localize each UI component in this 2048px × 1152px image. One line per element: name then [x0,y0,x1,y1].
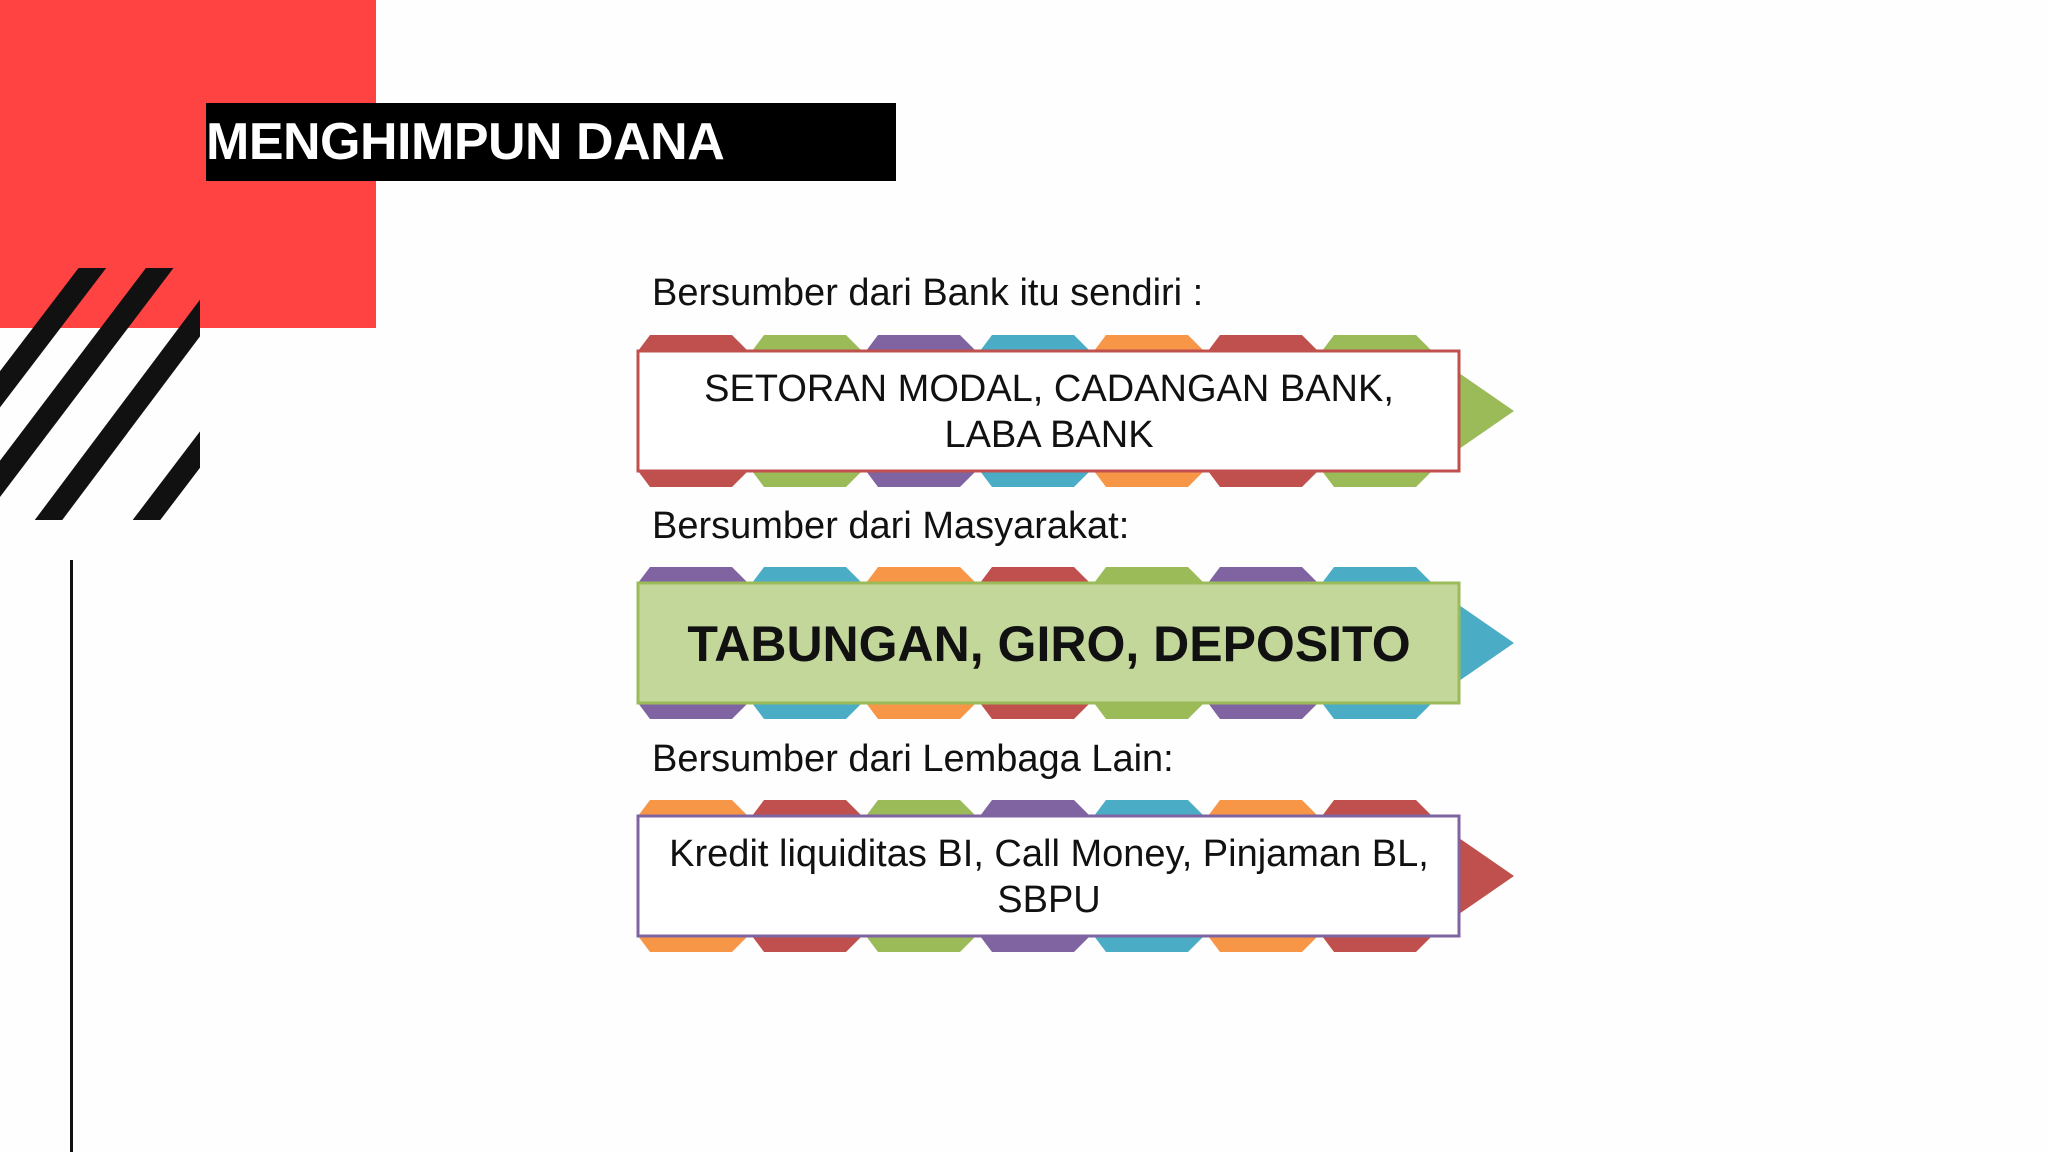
chevron-bottom-bank [638,471,748,487]
chevron-top-bank [638,335,748,351]
chevron-bottom-bank [752,471,862,487]
chevron-top-masyarakat [752,567,862,583]
chevron-bottom-bank [866,471,976,487]
chevron-bottom-masyarakat [752,703,862,719]
chevron-top-masyarakat [1208,567,1318,583]
chevron-top-bank [1208,335,1318,351]
title-background [206,103,896,181]
chevron-bottom-bank [980,471,1090,487]
chevron-bottom-lembaga [1322,936,1432,952]
arrow-tip-bank [1459,373,1514,449]
source-label-bank: Bersumber dari Bank itu sendiri : [652,272,1204,314]
chevron-bottom-lembaga [980,936,1090,952]
chevron-bottom-masyarakat [1094,703,1204,719]
source-box-lembaga [636,814,1461,938]
chevron-top-lembaga [1208,800,1318,816]
source-label-lembaga: Bersumber dari Lembaga Lain: [652,738,1174,780]
chevron-top-bank [866,335,976,351]
chevron-top-lembaga [752,800,862,816]
chevron-bottom-lembaga [638,936,748,952]
chevron-bottom-lembaga [1208,936,1318,952]
chevron-top-bank [1322,335,1432,351]
arrow-tip-masyarakat [1459,605,1514,681]
source-content-bank: SETORAN MODAL, CADANGAN BANK, LABA BANK [704,368,1394,456]
chevron-bottom-bank [1208,471,1318,487]
chevron-top-masyarakat [866,567,976,583]
chevron-bottom-lembaga [1094,936,1204,952]
chevron-top-lembaga [638,800,748,816]
source-label-masyarakat: Bersumber dari Masyarakat: [652,505,1130,547]
chevron-top-lembaga [1094,800,1204,816]
chevron-bottom-lembaga [866,936,976,952]
chevron-bottom-masyarakat [866,703,976,719]
diagonal-stripes-decoration [0,268,200,520]
chevron-top-masyarakat [638,567,748,583]
vertical-divider-line [70,560,73,1152]
source-content-masyarakat: TABUNGAN, GIRO, DEPOSITO [687,616,1411,672]
chevron-top-masyarakat [980,567,1090,583]
chevron-bottom-masyarakat [638,703,748,719]
chevron-top-bank [752,335,862,351]
chevron-bottom-lembaga [752,936,862,952]
source-content-lembaga: Kredit liquiditas BI, Call Money, Pinjam… [669,833,1429,921]
source-box-masyarakat [636,581,1461,705]
slide-title: MENGHIMPUN DANA [206,113,725,171]
chevron-bottom-bank [1322,471,1432,487]
chevron-top-masyarakat [1094,567,1204,583]
source-box-bank [636,349,1461,473]
chevron-bottom-bank [1094,471,1204,487]
chevron-bottom-masyarakat [1208,703,1318,719]
chevron-top-masyarakat [1322,567,1432,583]
chevron-top-bank [1094,335,1204,351]
chevron-top-lembaga [866,800,976,816]
chevron-top-lembaga [1322,800,1432,816]
chevron-top-bank [980,335,1090,351]
chevron-bottom-masyarakat [1322,703,1432,719]
chevron-bottom-masyarakat [980,703,1090,719]
chevron-top-lembaga [980,800,1090,816]
arrow-tip-lembaga [1459,838,1514,914]
